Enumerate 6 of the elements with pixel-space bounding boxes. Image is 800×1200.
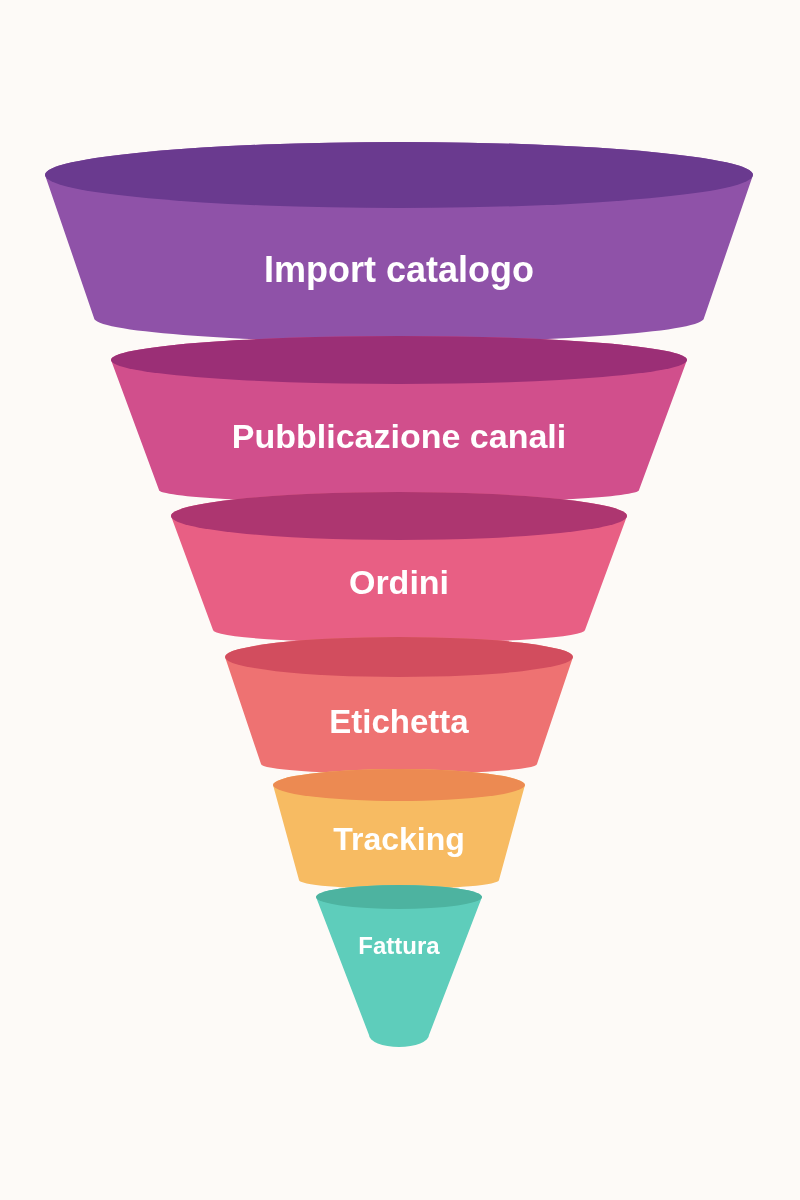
stage-label: Tracking [333,822,465,858]
stage-label: Ordini [348,564,450,602]
stage-label: Etichetta [329,703,469,741]
stage-label: Fattura [358,932,440,960]
stage-label: Import catalogo [264,250,534,290]
stage-label: Pubblicazione canali [231,418,567,456]
